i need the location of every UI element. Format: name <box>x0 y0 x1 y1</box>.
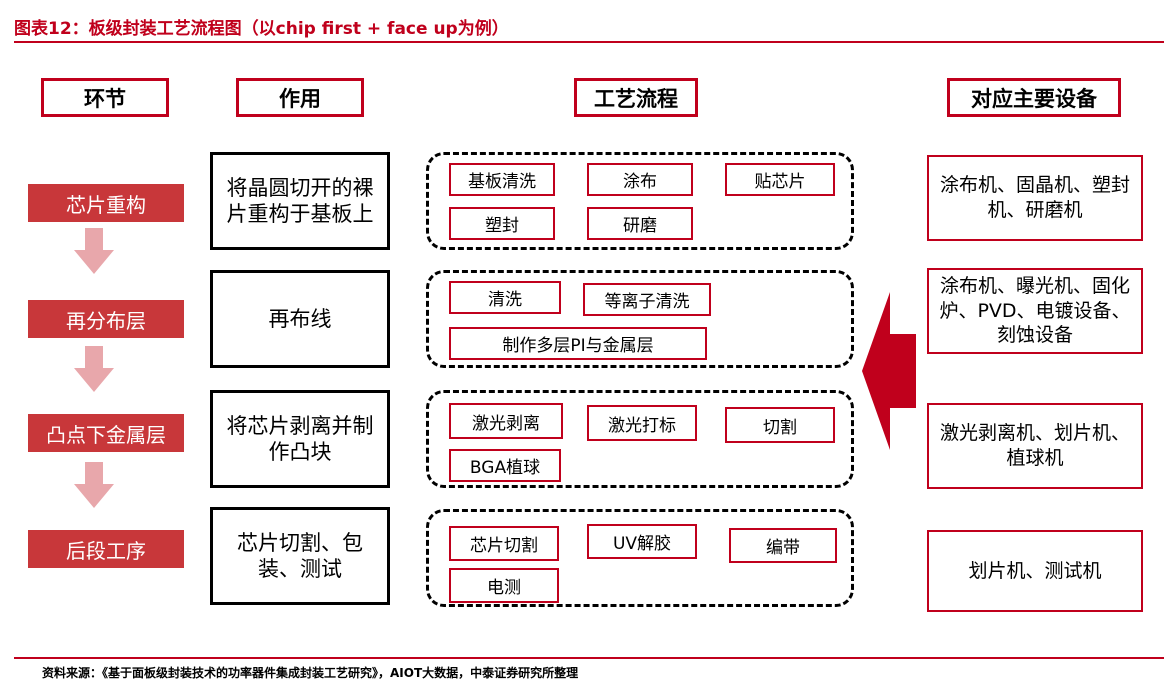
process-group-3: 激光剥离 激光打标 切割 BGA植球 <box>426 390 854 488</box>
role-box-4: 芯片切割、包装、测试 <box>210 507 390 605</box>
process-group-4: 芯片切割 UV解胶 编带 电测 <box>426 509 854 607</box>
process-step: UV解胶 <box>587 524 697 559</box>
role-box-3: 将芯片剥离并制作凸块 <box>210 390 390 488</box>
footer-divider <box>14 657 1164 659</box>
process-step: 制作多层PI与金属层 <box>449 327 707 360</box>
header-stage: 环节 <box>41 78 169 117</box>
process-step: 芯片切割 <box>449 526 559 561</box>
process-step: 清洗 <box>449 281 561 314</box>
process-group-1: 基板清洗 涂布 贴芯片 塑封 研磨 <box>426 152 854 250</box>
stage-redistribution-layer: 再分布层 <box>28 300 184 338</box>
role-box-2: 再布线 <box>210 270 390 368</box>
down-arrow-icon <box>74 228 114 274</box>
header-process: 工艺流程 <box>574 78 698 117</box>
equipment-box-2: 涂布机、曝光机、固化炉、PVD、电镀设备、刻蚀设备 <box>927 268 1143 354</box>
process-step: 激光打标 <box>587 405 697 441</box>
process-step: 涂布 <box>587 163 693 196</box>
equipment-box-1: 涂布机、固晶机、塑封机、研磨机 <box>927 155 1143 241</box>
equipment-box-3: 激光剥离机、划片机、植球机 <box>927 403 1143 489</box>
stage-back-end: 后段工序 <box>28 530 184 568</box>
source-note: 资料来源：《基于面板级封装技术的功率器件集成封装工艺研究》，AIOT大数据，中泰… <box>42 666 579 680</box>
process-group-2: 清洗 等离子清洗 制作多层PI与金属层 <box>426 270 854 368</box>
title-divider <box>14 41 1164 43</box>
down-arrow-icon <box>74 346 114 392</box>
process-step: 编带 <box>729 528 837 563</box>
process-step: 基板清洗 <box>449 163 555 196</box>
figure-title: 图表12：板级封装工艺流程图（以chip first + face up为例） <box>14 19 509 39</box>
stage-under-bump-metal: 凸点下金属层 <box>28 414 184 452</box>
left-arrow-icon <box>862 292 916 450</box>
process-step: 激光剥离 <box>449 403 563 439</box>
stage-chip-reconstruction: 芯片重构 <box>28 184 184 222</box>
down-arrow-icon <box>74 462 114 508</box>
process-step: 研磨 <box>587 207 693 240</box>
process-step: 切割 <box>725 407 835 443</box>
process-step: 塑封 <box>449 207 555 240</box>
header-equipment: 对应主要设备 <box>947 78 1121 117</box>
process-step: 贴芯片 <box>725 163 835 196</box>
process-step: 等离子清洗 <box>583 283 711 316</box>
equipment-box-4: 划片机、测试机 <box>927 530 1143 612</box>
header-role: 作用 <box>236 78 364 117</box>
role-box-1: 将晶圆切开的裸片重构于基板上 <box>210 152 390 250</box>
process-step: BGA植球 <box>449 449 561 482</box>
process-step: 电测 <box>449 568 559 603</box>
